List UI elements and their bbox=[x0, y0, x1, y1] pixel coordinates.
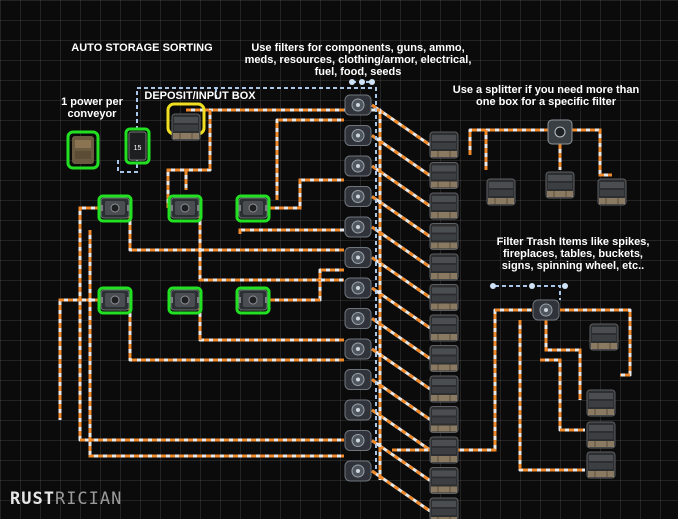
storage-box bbox=[429, 131, 459, 159]
splitter-in-pipe bbox=[468, 128, 548, 155]
filters-note: Use filters for components, guns, ammo, … bbox=[244, 42, 472, 78]
deposit-label: DEPOSIT/INPUT BOX bbox=[144, 90, 256, 102]
mid-branch-pipe bbox=[128, 216, 344, 252]
sorter-conveyor bbox=[344, 308, 372, 329]
sorter-conveyor bbox=[344, 94, 372, 116]
splitter-right-pipe bbox=[572, 128, 612, 177]
sorter-conveyor bbox=[344, 125, 372, 146]
outer-loop-pipe bbox=[88, 230, 344, 458]
storage-box bbox=[429, 284, 459, 311]
storage-box bbox=[429, 467, 459, 494]
storage-box bbox=[429, 162, 459, 189]
upper-branch-pipe bbox=[270, 178, 344, 210]
sorter-to-box-pipe bbox=[371, 378, 431, 421]
lower-branch-pipe bbox=[270, 268, 344, 302]
wire-nodes bbox=[349, 79, 568, 289]
sorter-to-box-pipe bbox=[371, 286, 431, 330]
storage-box bbox=[429, 406, 459, 433]
logo-part-b: RICIAN bbox=[54, 489, 123, 509]
splitter-group bbox=[486, 119, 627, 206]
branch-three-pipe bbox=[238, 228, 344, 234]
storage-box bbox=[429, 314, 459, 342]
logo-part-a: RUST bbox=[10, 489, 55, 509]
sorter-to-box-pipe bbox=[371, 134, 431, 177]
sorter-to-box-pipe bbox=[371, 256, 431, 299]
sorter-column bbox=[344, 94, 372, 482]
sorter-to-box-pipe bbox=[371, 317, 431, 360]
power-wire-main bbox=[136, 87, 377, 470]
diagram-title: AUTO STORAGE SORTING bbox=[71, 42, 213, 54]
sorter-conveyor bbox=[344, 460, 372, 482]
lower-loop-pipe bbox=[128, 308, 344, 362]
sorter-conveyor bbox=[344, 399, 372, 421]
storage-box bbox=[429, 192, 459, 220]
sorter-conveyor bbox=[344, 247, 372, 268]
switch-value: 15 bbox=[134, 145, 142, 152]
trash-right-pipe bbox=[560, 308, 632, 377]
sorter-conveyor bbox=[344, 430, 372, 451]
input-conveyor-row-bottom bbox=[98, 289, 270, 311]
sorter-to-box-pipe bbox=[371, 347, 431, 391]
sorter-to-box-pipe bbox=[371, 164, 431, 208]
green-highlights bbox=[66, 127, 271, 315]
trash-loop-pipe bbox=[518, 320, 585, 472]
storage-box bbox=[429, 375, 459, 403]
power-note: 1 power per conveyor bbox=[61, 96, 123, 120]
brand-logo: RUSTRICIAN bbox=[10, 489, 122, 509]
lower-loop2-pipe bbox=[198, 308, 344, 342]
sorter-to-box-pipe bbox=[371, 469, 431, 513]
sorter-to-box-pipe bbox=[371, 195, 431, 238]
sorter-to-box-pipe bbox=[371, 103, 431, 147]
sorter-to-box-pipe bbox=[371, 439, 431, 482]
left-loop-pipe bbox=[78, 206, 344, 442]
sorter-conveyor bbox=[344, 338, 372, 360]
storage-box bbox=[429, 253, 459, 281]
sorter-conveyor bbox=[344, 369, 372, 390]
trash-inner-pipe bbox=[540, 358, 585, 432]
deposit-box bbox=[166, 102, 206, 141]
power-wire-trash bbox=[495, 285, 561, 300]
battery-icon bbox=[72, 136, 94, 164]
splitter-note: Use a splitter if you need more than one… bbox=[452, 84, 640, 108]
input-conveyor-row-top bbox=[98, 197, 270, 219]
storage-column bbox=[429, 131, 459, 519]
sorter-conveyor bbox=[344, 186, 372, 207]
center-branch-pipe bbox=[198, 216, 344, 282]
trash-down-pipe bbox=[544, 320, 582, 400]
deposit-down-pipe bbox=[166, 110, 212, 208]
deposit-feed-pipe bbox=[186, 108, 382, 480]
sorter-to-box-pipe bbox=[371, 408, 431, 452]
storage-box bbox=[429, 223, 459, 250]
top-branch-pipe bbox=[275, 118, 344, 200]
power-wire-switch bbox=[117, 150, 138, 173]
switch-icon: 15 bbox=[128, 131, 147, 161]
sorter-to-box-pipe bbox=[371, 225, 431, 269]
sorter-conveyor bbox=[344, 155, 372, 177]
trash-feed-pipe bbox=[392, 308, 532, 452]
sorter-conveyor bbox=[344, 277, 372, 299]
trash-note: Filter Trash Items like spikes, fireplac… bbox=[496, 236, 650, 272]
sorter-conveyor bbox=[344, 216, 372, 238]
left-inner-pipe bbox=[58, 298, 100, 420]
storage-box bbox=[429, 345, 459, 372]
storage-box bbox=[429, 436, 459, 464]
storage-box bbox=[429, 497, 459, 519]
